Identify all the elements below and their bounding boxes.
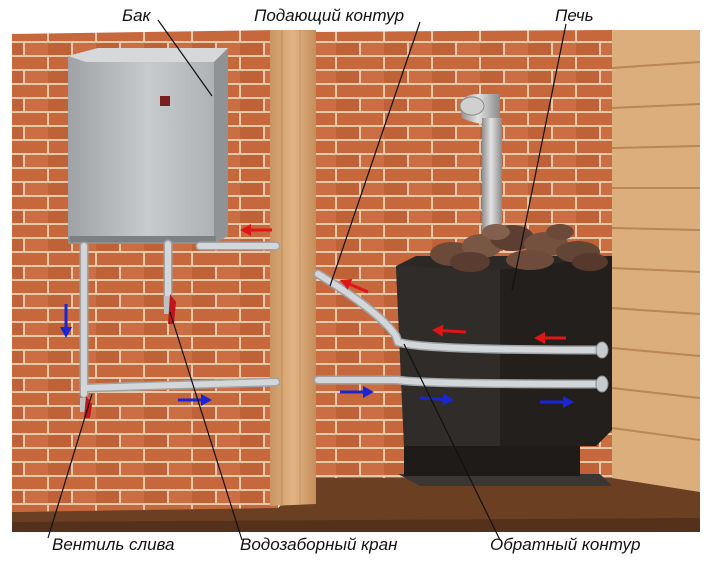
arrow-head xyxy=(363,386,374,398)
cold-flow-arrow xyxy=(178,394,212,406)
log-wall-seams xyxy=(611,61,701,441)
stove-label: Печь xyxy=(555,6,594,25)
arrow-head xyxy=(240,224,251,236)
return-circuit-label: Обратный контур xyxy=(490,535,641,554)
water-tap-handle xyxy=(164,294,176,324)
cold-flow-arrow xyxy=(340,386,374,398)
flow-arrows xyxy=(60,224,574,408)
stove xyxy=(396,256,612,486)
log-wall xyxy=(612,30,700,492)
drain-valve-label: Вентиль слива xyxy=(52,535,175,554)
hot-flow-arrow xyxy=(240,224,272,236)
pipes xyxy=(79,239,609,399)
tank-logo xyxy=(160,96,170,106)
wooden-post xyxy=(270,30,316,506)
hot-flow-arrow xyxy=(534,332,566,344)
arrow-head xyxy=(60,327,72,338)
water-tap-label: Водозаборный кран xyxy=(240,535,398,554)
arrow-head xyxy=(563,396,574,408)
arrow-head xyxy=(340,278,353,290)
cold-flow-arrow xyxy=(540,396,574,408)
hot-flow-arrow xyxy=(340,278,369,294)
cold-flow-arrow xyxy=(60,304,72,338)
tank-label: Бак xyxy=(122,6,151,25)
cold-flow-arrow xyxy=(419,393,454,406)
supply-circuit-label: Подающий контур xyxy=(254,6,405,25)
floor xyxy=(12,478,700,532)
arrow-head xyxy=(432,324,444,337)
arrow-head xyxy=(442,393,454,406)
stove-stones xyxy=(430,224,608,272)
hot-flow-arrow xyxy=(432,324,467,337)
arrow-head xyxy=(534,332,545,344)
leader-lines xyxy=(47,19,567,541)
tank xyxy=(68,48,228,244)
arrow-head xyxy=(201,394,212,406)
chimney xyxy=(459,94,502,236)
